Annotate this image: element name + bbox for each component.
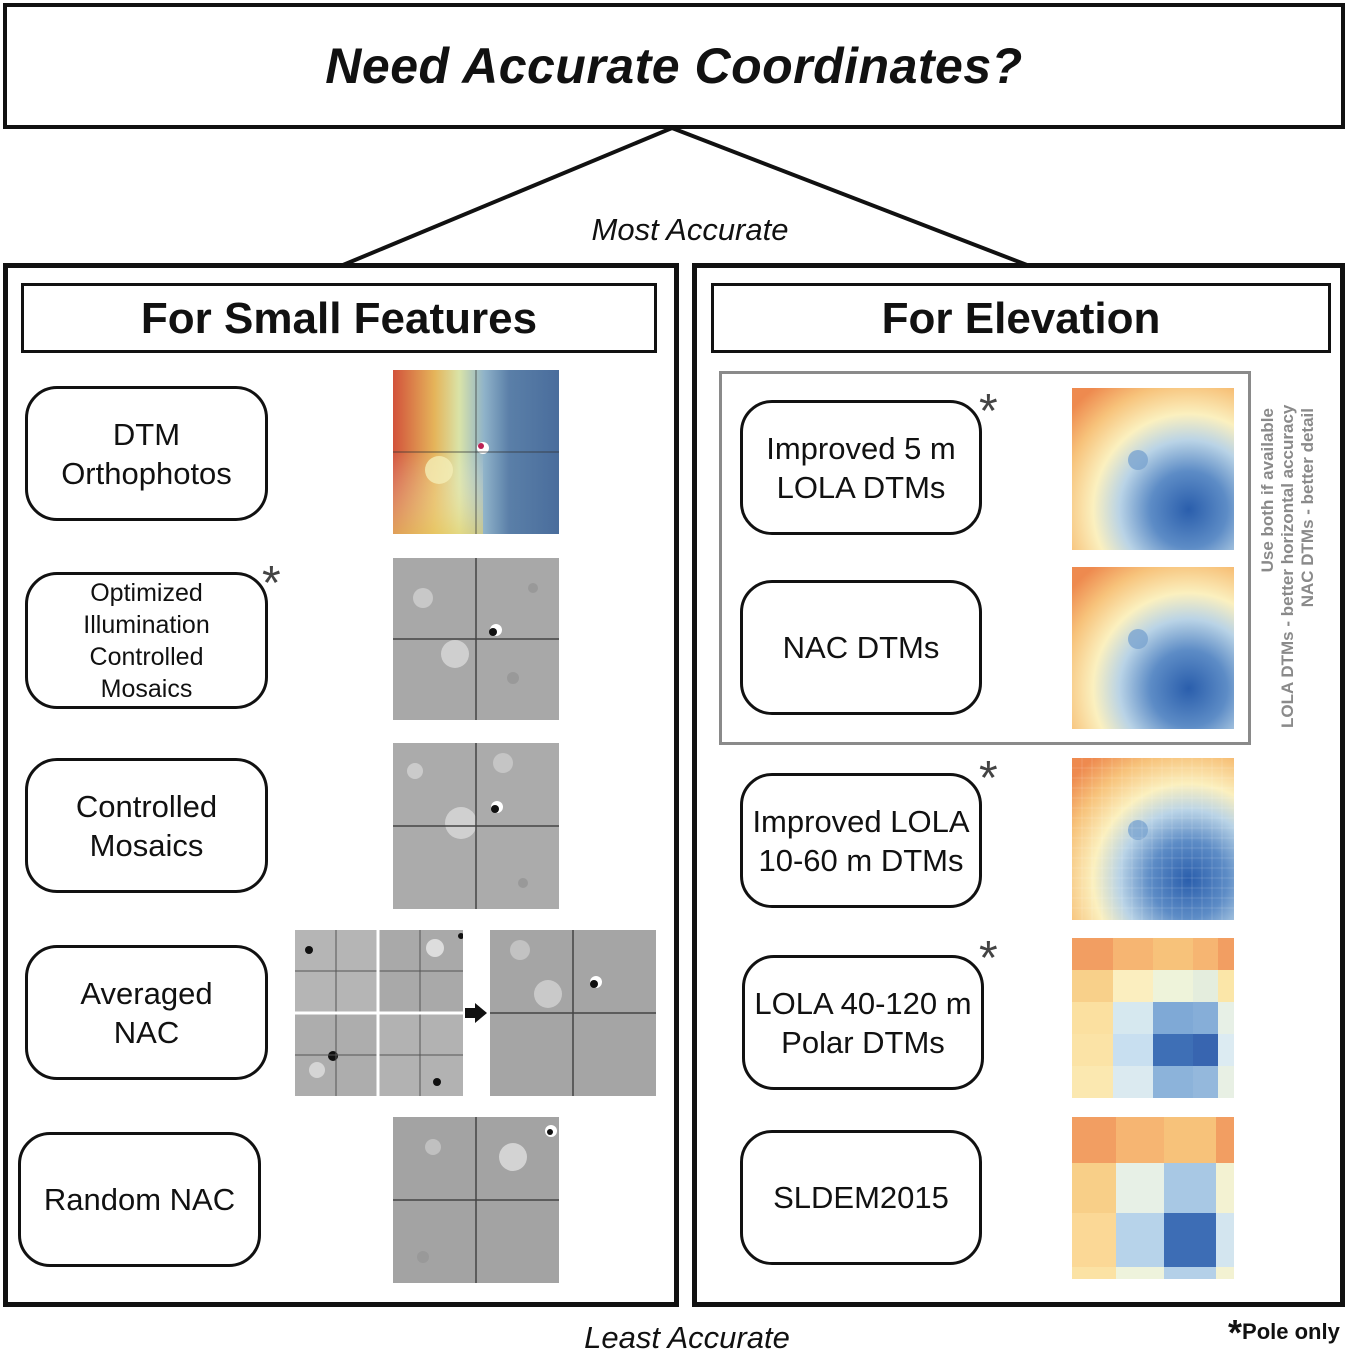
pill-lola-polar-dtms: LOLA 40-120 m Polar DTMs [742, 955, 984, 1090]
pill-improved-5m-lola: Improved 5 m LOLA DTMs [740, 400, 982, 535]
pill-optimized-mosaics: Optimized Illumination Controlled Mosaic… [25, 572, 268, 709]
lola-polar-dtm-image [1072, 938, 1234, 1098]
averaged-nac-tiles [295, 930, 463, 1096]
pole-only-star: * [979, 932, 998, 985]
pole-only-star: * [979, 752, 998, 805]
pill-label: NAC DTMs [782, 630, 940, 665]
pill-nac-dtms: NAC DTMs [740, 580, 982, 715]
pill-label: Improved LOLA 10-60 m DTMs [752, 803, 970, 878]
pill-random-nac: Random NAC [18, 1132, 261, 1267]
lola-10-60m-dtm-image [1072, 758, 1234, 920]
pill-label: Improved 5 m LOLA DTMs [766, 430, 956, 505]
legend-star: * [1228, 1312, 1243, 1353]
pill-label: LOLA 40-120 m Polar DTMs [754, 985, 972, 1060]
arrow-right-icon [465, 1003, 487, 1028]
least-accurate-label: Least Accurate [584, 1320, 790, 1355]
pole-only-star: * [979, 385, 998, 438]
pill-controlled-mosaics: Controlled Mosaics [25, 758, 268, 893]
pill-dtm-orthophotos: DTM Orthophotos [25, 386, 268, 521]
pole-only-star: * [262, 557, 281, 610]
group-note-line: LOLA DTMs - better horizontal accuracy [1278, 404, 1297, 728]
legend-text: Pole only [1242, 1319, 1340, 1344]
small-features-header: For Small Features [21, 283, 657, 353]
pill-label: DTM Orthophotos [61, 416, 232, 491]
pill-improved-lola-10-60: Improved LOLA 10-60 m DTMs [740, 773, 982, 908]
lola-5m-dtm-image [1072, 388, 1234, 550]
averaged-nac-result-image [490, 930, 656, 1096]
best-dtm-group [719, 371, 1251, 745]
elevation-header: For Elevation [711, 283, 1331, 353]
nac-dtm-image [1072, 567, 1234, 729]
pill-averaged-nac: Averaged NAC [25, 945, 268, 1080]
controlled-mosaic-image [393, 743, 559, 909]
pole-only-legend: *Pole only [1228, 1312, 1340, 1354]
most-accurate-label: Most Accurate [591, 212, 789, 247]
pill-label: Optimized Illumination Controlled Mosaic… [83, 578, 210, 703]
pill-label: SLDEM2015 [773, 1180, 949, 1215]
title-box: Need Accurate Coordinates? [3, 3, 1345, 129]
pill-label: Averaged NAC [80, 975, 213, 1050]
sldem2015-image [1072, 1117, 1234, 1279]
group-note-line: Use both if available [1258, 408, 1277, 573]
connector-lines [342, 126, 1028, 267]
dtm-orthophoto-image [393, 370, 559, 534]
group-note: Use both if available LOLA DTMs - better… [1258, 404, 1318, 728]
group-note-line: NAC DTMs - better detail [1298, 408, 1317, 608]
random-nac-image [393, 1117, 559, 1283]
pill-label: Random NAC [43, 1182, 236, 1217]
optimized-mosaic-image [393, 558, 559, 720]
pill-sldem2015: SLDEM2015 [740, 1130, 982, 1265]
page-title: Need Accurate Coordinates? [325, 38, 1023, 94]
pill-label: Controlled Mosaics [75, 788, 218, 863]
